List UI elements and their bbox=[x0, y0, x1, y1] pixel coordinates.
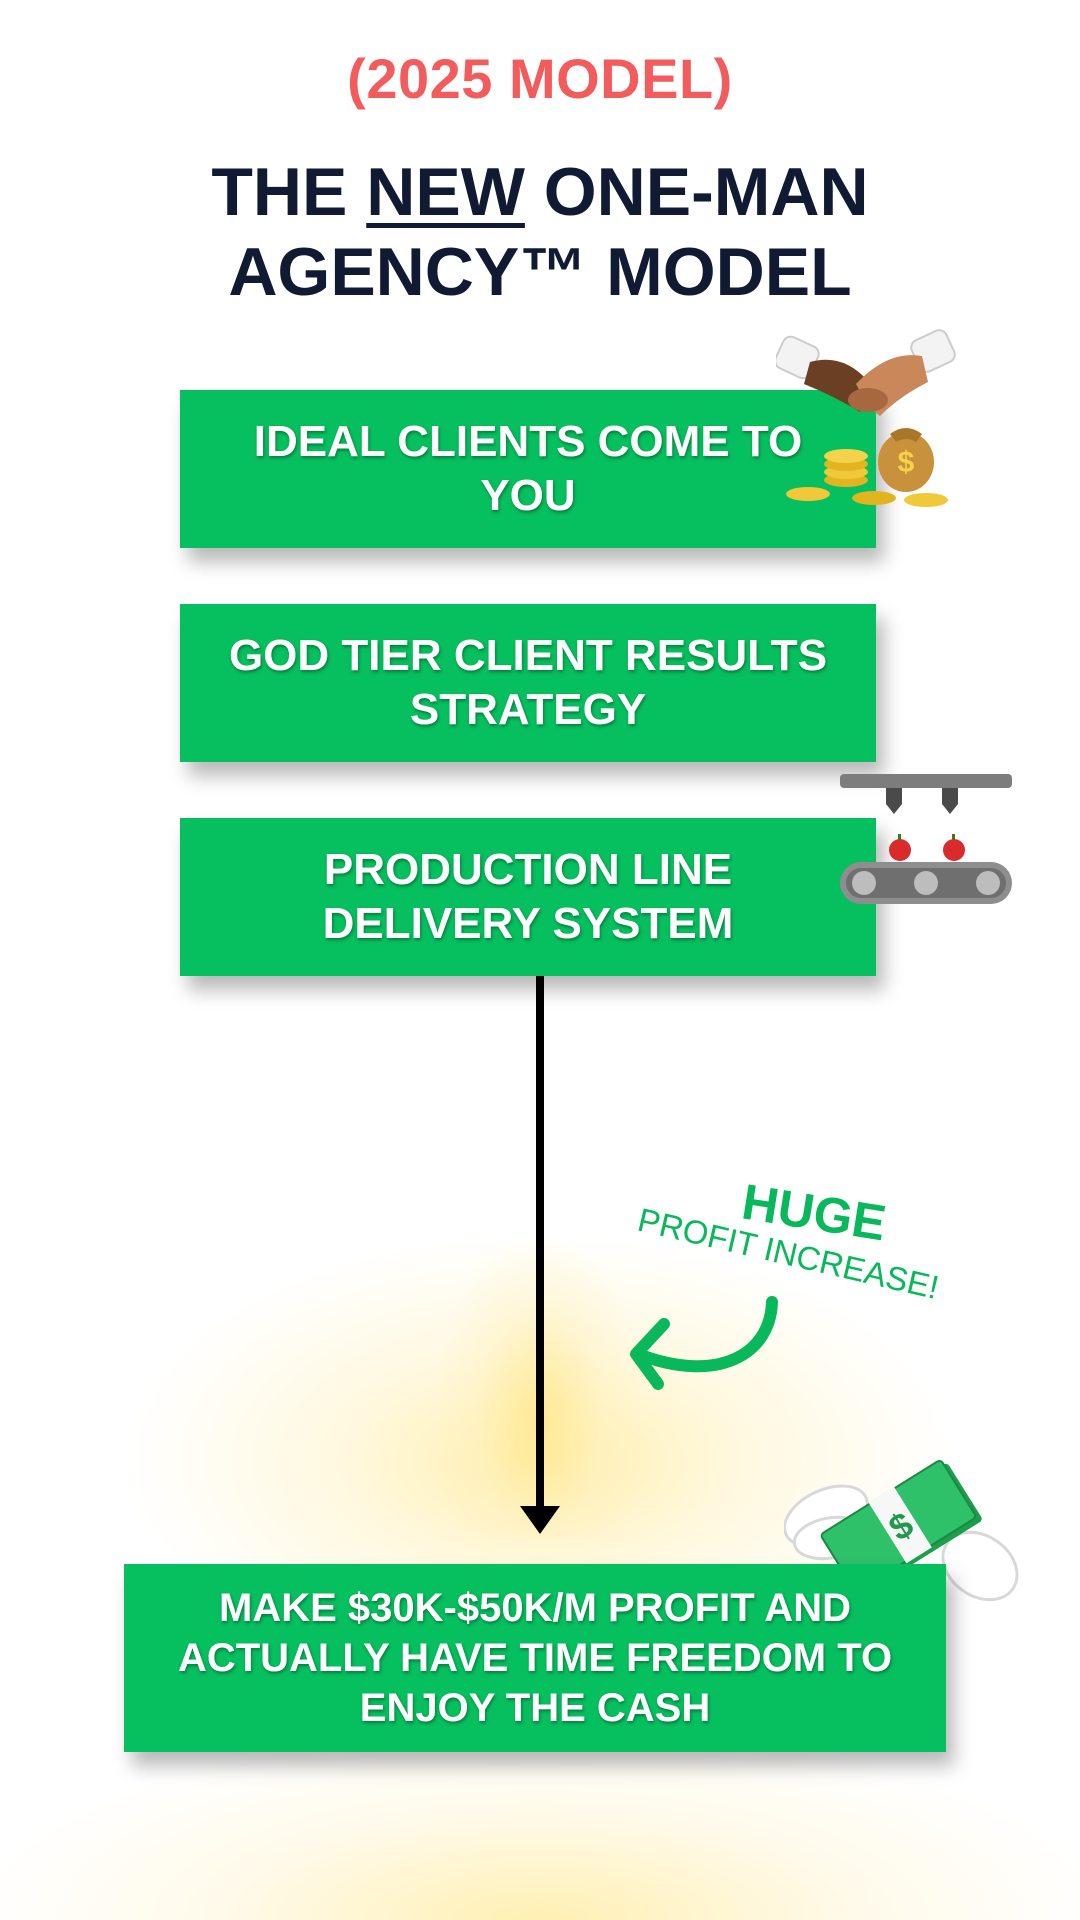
title-emphasis: NEW bbox=[366, 154, 525, 230]
title-line-1: THE NEW ONE-MAN bbox=[211, 154, 869, 230]
profit-annotation: HUGE PROFIT INCREASE! bbox=[620, 1160, 960, 1440]
step-box-client-results: GOD TIER CLIENT RESULTS STRATEGY bbox=[180, 604, 876, 762]
down-arrow bbox=[520, 976, 560, 1534]
step-box-ideal-clients: IDEAL CLIENTS COME TO YOU bbox=[180, 390, 876, 548]
bottom-glow bbox=[0, 1740, 1080, 1920]
step-label: GOD TIER CLIENT RESULTS STRATEGY bbox=[228, 631, 828, 734]
step-label: IDEAL CLIENTS COME TO YOU bbox=[253, 417, 803, 520]
svg-text:$: $ bbox=[898, 446, 915, 479]
handshake-money-icon: $ bbox=[774, 322, 956, 522]
model-year-subtitle: (2025 MODEL) bbox=[347, 47, 733, 110]
conveyor-belt-icon bbox=[836, 770, 1016, 920]
title-line-2: AGENCY™ MODEL bbox=[228, 234, 852, 310]
step-label: PRODUCTION LINE DELIVERY SYSTEM bbox=[322, 845, 734, 948]
flying-money-icon: $ bbox=[783, 1438, 1024, 1628]
curved-arrow-icon bbox=[632, 1296, 778, 1373]
result-box: MAKE $30K-$50K/M PROFIT AND ACTUALLY HAV… bbox=[124, 1564, 946, 1752]
step-box-delivery-system: PRODUCTION LINE DELIVERY SYSTEM bbox=[180, 818, 876, 976]
result-label: MAKE $30K-$50K/M PROFIT AND ACTUALLY HAV… bbox=[177, 1586, 893, 1730]
page-title: THE NEW ONE-MAN AGENCY™ MODEL bbox=[0, 152, 1080, 312]
